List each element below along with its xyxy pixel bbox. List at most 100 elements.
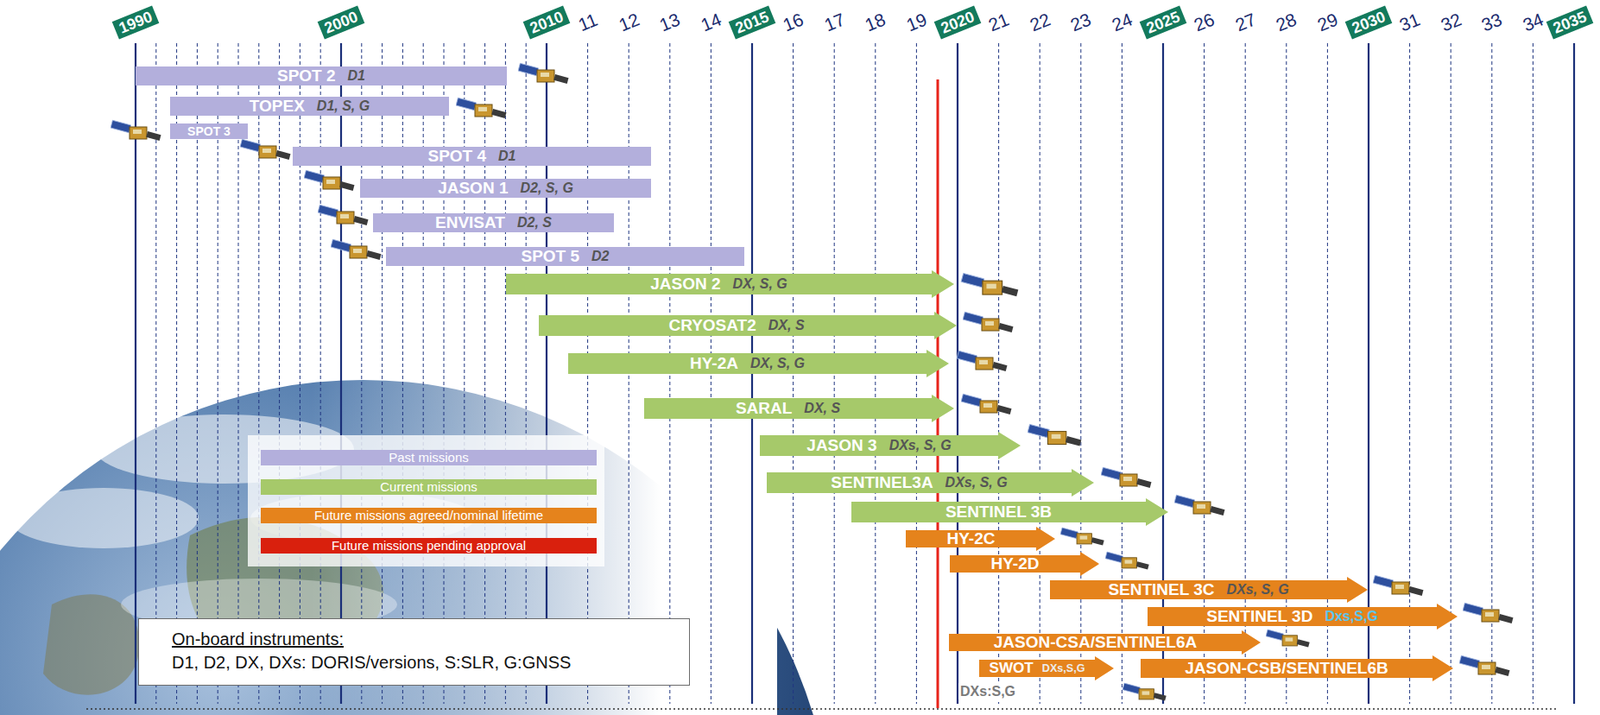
year-number: 17 <box>821 9 848 35</box>
instrument-key-box: On-board instruments:D1, D2, DX, DXs: DO… <box>138 618 690 686</box>
year-number: 12 <box>615 9 642 35</box>
legend-text: Future missions agreed/nominal lifetime <box>260 507 597 524</box>
mission-name: SENTINEL 3B <box>945 502 1052 522</box>
bar-label-row: JASON 1 D2, S, G <box>360 178 652 198</box>
legend-swatch: Future missions agreed/nominal lifetime <box>260 507 597 524</box>
bar-label-row: SENTINEL 3D Dxs,S,G <box>1147 607 1437 627</box>
year-badge: 2020 <box>934 5 982 39</box>
bar-label-row: SPOT 5 D2 <box>385 246 745 266</box>
instrument-list: Dxs,S,G <box>1324 608 1378 625</box>
mission-bar: JASON 1 D2, S, G <box>360 178 652 198</box>
mission-bar: HY-2A DX, S, G <box>568 349 949 378</box>
year-number: 29 <box>1314 9 1341 35</box>
bar-label-row: SENTINEL 3B <box>851 501 1146 523</box>
year-number: 32 <box>1437 9 1464 35</box>
instrument-list: D2 <box>591 248 609 265</box>
mission-bar: JASON-CSA/SENTINEL6A <box>948 630 1261 655</box>
mission-bar: SENTINEL3ADXs, S, G <box>766 468 1095 497</box>
instrument-list: DX, S <box>768 317 805 334</box>
bar-label-row: SENTINEL3ADXs, S, G <box>766 472 1072 494</box>
mission-bar: JASON 3DXs, S, G <box>759 431 1021 460</box>
mission-name: JASON 2 <box>650 274 721 294</box>
today-marker <box>936 79 940 709</box>
mission-bar: ENVISAT D2, S <box>373 213 614 233</box>
mission-bar: SENTINEL 3B <box>851 498 1169 526</box>
mission-name: SENTINEL 3D <box>1206 607 1313 627</box>
year-badge: 2025 <box>1139 5 1188 39</box>
instrument-list: D1, S, G <box>316 98 370 114</box>
year-number: 34 <box>1519 9 1546 35</box>
bar-shape <box>644 394 955 423</box>
mission-bar: SPOT 2D1 <box>135 66 507 86</box>
year-number: 24 <box>1108 9 1135 35</box>
mission-bar: HY-2C <box>905 526 1056 551</box>
instrument-list: D2, S <box>517 215 552 231</box>
bar-label-row: SENTINEL 3CDXs, S, G <box>1049 580 1348 600</box>
mission-name: SPOT 4 <box>427 146 487 166</box>
mission-bar: SENTINEL 3CDXs, S, G <box>1049 576 1368 603</box>
mission-name: SARAL <box>735 398 792 418</box>
instrument-note: DXs:S,G <box>958 683 1018 700</box>
bar-label-row: HY-2D <box>949 555 1081 573</box>
key-body: D1, D2, DX, DXs: DORIS/versions, S:SLR, … <box>171 651 679 675</box>
mission-bar: SWOTDXs,S,G <box>979 656 1114 681</box>
mission-name: TOPEX <box>249 96 305 116</box>
mission-bar: SPOT 4D1 <box>292 146 652 166</box>
legend-text: Future missions pending approval <box>260 537 597 554</box>
bar-label-row: SPOT 2D1 <box>135 66 507 86</box>
mission-name: HY-2C <box>947 529 996 549</box>
mission-name: CRYOSAT2 <box>668 316 756 336</box>
year-number: 16 <box>780 9 807 35</box>
year-number: 11 <box>575 10 600 36</box>
mission-bar: SENTINEL 3D Dxs,S,G <box>1147 603 1458 630</box>
year-number: 27 <box>1232 9 1259 35</box>
mission-bar: CRYOSAT2 DX, S <box>538 311 957 340</box>
mission-bar: JASON 2 DX, S, G <box>505 270 955 298</box>
bar-label-row: HY-2C <box>905 530 1037 548</box>
bar-label-row: ENVISAT D2, S <box>373 213 614 233</box>
year-number: 23 <box>1068 9 1095 35</box>
year-number: 28 <box>1273 9 1300 35</box>
year-number: 13 <box>657 9 684 35</box>
year-number: 14 <box>697 9 724 35</box>
instrument-list: DX, S, G <box>733 276 788 292</box>
mission-name: SPOT 5 <box>520 246 580 266</box>
bar-label-row: SPOT 4D1 <box>292 146 652 166</box>
instrument-list: D2, S, G <box>519 180 573 197</box>
year-number: 22 <box>1026 9 1053 35</box>
mission-bar: SARAL DX, S <box>644 394 955 423</box>
instrument-list: DX, S <box>803 400 841 417</box>
bar-label-row: JASON-CSB/SENTINEL6B <box>1140 658 1433 678</box>
bar-shape <box>170 96 450 116</box>
instrument-list: DXs, S, G <box>945 474 1008 491</box>
year-badge: 2010 <box>523 5 571 39</box>
instrument-list: DXs, S, G <box>889 437 952 454</box>
mission-name: ENVISAT <box>435 213 506 233</box>
minor-year-gridlines <box>156 43 1534 704</box>
bar-label-row: JASON 2 DX, S, G <box>505 273 932 295</box>
year-number: 31 <box>1397 9 1423 35</box>
year-badge: 1990 <box>112 5 160 39</box>
mission-name: HY-2A <box>689 354 739 374</box>
mission-name: JASON 1 <box>437 178 508 198</box>
major-year-gridlines <box>135 43 1575 704</box>
bar-label-row: SPOT 3 <box>170 123 248 140</box>
bar-shape <box>505 270 955 298</box>
legend-text: Past missions <box>260 449 597 466</box>
bar-label-row: CRYOSAT2 DX, S <box>538 315 935 336</box>
year-number: 19 <box>903 9 930 35</box>
mission-name: SENTINEL 3C <box>1107 580 1215 600</box>
baseline <box>86 708 1559 710</box>
year-badge: 2030 <box>1345 5 1393 39</box>
bar-label-row: HY-2A DX, S, G <box>568 353 927 374</box>
year-number: 26 <box>1191 9 1218 35</box>
mission-name: HY-2D <box>991 554 1040 574</box>
mission-bar: SPOT 5 D2 <box>385 246 745 266</box>
year-number: 33 <box>1479 9 1506 35</box>
instrument-list: DX, S, G <box>750 355 805 372</box>
bar-label-row: SWOTDXs,S,G <box>979 659 1095 677</box>
legend-swatch: Past missions <box>260 449 597 466</box>
bar-label-row: SARAL DX, S <box>644 398 932 419</box>
mission-name: JASON-CSA/SENTINEL6A <box>993 632 1197 652</box>
